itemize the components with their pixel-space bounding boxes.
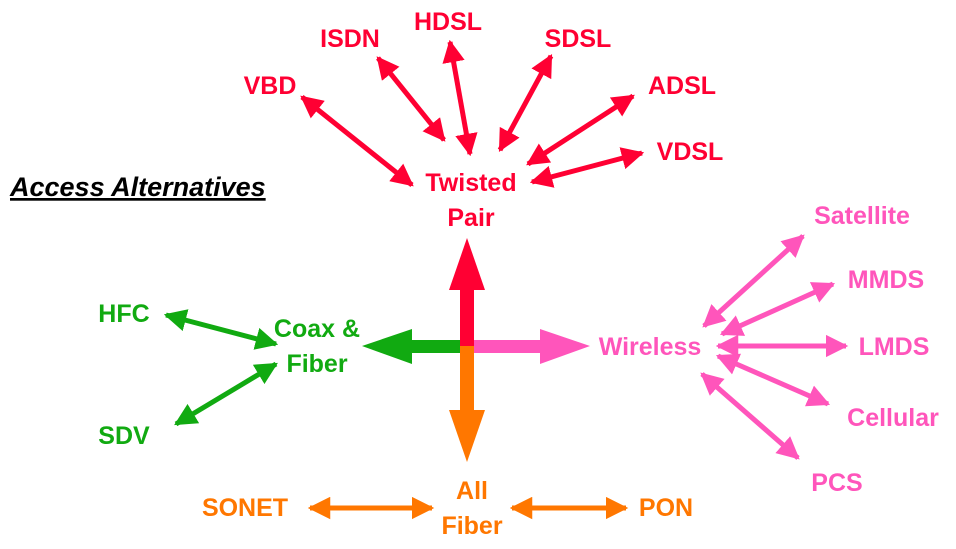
hub-twisted-pair-line1: Twisted (425, 169, 516, 197)
link-mmds (719, 281, 836, 337)
node-isdn: ISDN (320, 25, 380, 53)
center-arrow-coax-shaft (405, 340, 467, 353)
node-hdsl: HDSL (414, 8, 482, 36)
diagram-title: Access Alternatives (9, 172, 266, 202)
center-arrow-coax-head (362, 329, 412, 364)
coax-links (163, 309, 279, 427)
link-isdn (376, 56, 446, 142)
link-vbd (300, 95, 414, 187)
center-arrow-fiber-shaft (460, 346, 474, 418)
hub-coax-line1: Coax & (274, 315, 360, 343)
hub-coax-line2: Fiber (286, 350, 347, 378)
center-arrow-twisted-shaft (460, 280, 474, 346)
link-pcs (700, 372, 800, 460)
node-satellite: Satellite (814, 202, 910, 230)
node-mmds: MMDS (848, 266, 924, 294)
center-arrow-fiber-head (449, 410, 485, 462)
node-sdsl: SDSL (545, 25, 612, 53)
link-sdsl (497, 54, 554, 152)
node-lmds: LMDS (859, 333, 930, 361)
link-cellular (715, 353, 831, 407)
twisted-pair-links (300, 39, 645, 188)
link-sdv (174, 361, 278, 427)
hub-fiber-line1: All (456, 477, 488, 505)
node-hfc: HFC (98, 300, 149, 328)
hub-wireless: Wireless (599, 333, 702, 361)
node-vbd: VBD (244, 72, 297, 100)
node-sonet: SONET (202, 494, 288, 522)
node-adsl: ADSL (648, 72, 716, 100)
central-cross (362, 238, 590, 462)
center-arrow-wireless-shaft (467, 340, 547, 353)
node-sdv: SDV (98, 422, 150, 450)
node-cellular: Cellular (847, 404, 939, 432)
node-vdsl: VDSL (657, 138, 724, 166)
center-arrow-wireless-head (540, 329, 590, 364)
node-pon: PON (639, 494, 693, 522)
link-vdsl (529, 147, 645, 188)
hub-twisted-pair-line2: Pair (447, 204, 495, 232)
link-hfc (163, 309, 279, 350)
node-pcs: PCS (811, 469, 862, 497)
wireless-links (700, 234, 849, 460)
link-hdsl (442, 39, 478, 157)
link-adsl (526, 93, 635, 167)
center-arrow-twisted-head (449, 238, 485, 290)
link-satellite (702, 234, 805, 328)
hub-fiber-line2: Fiber (441, 512, 502, 540)
